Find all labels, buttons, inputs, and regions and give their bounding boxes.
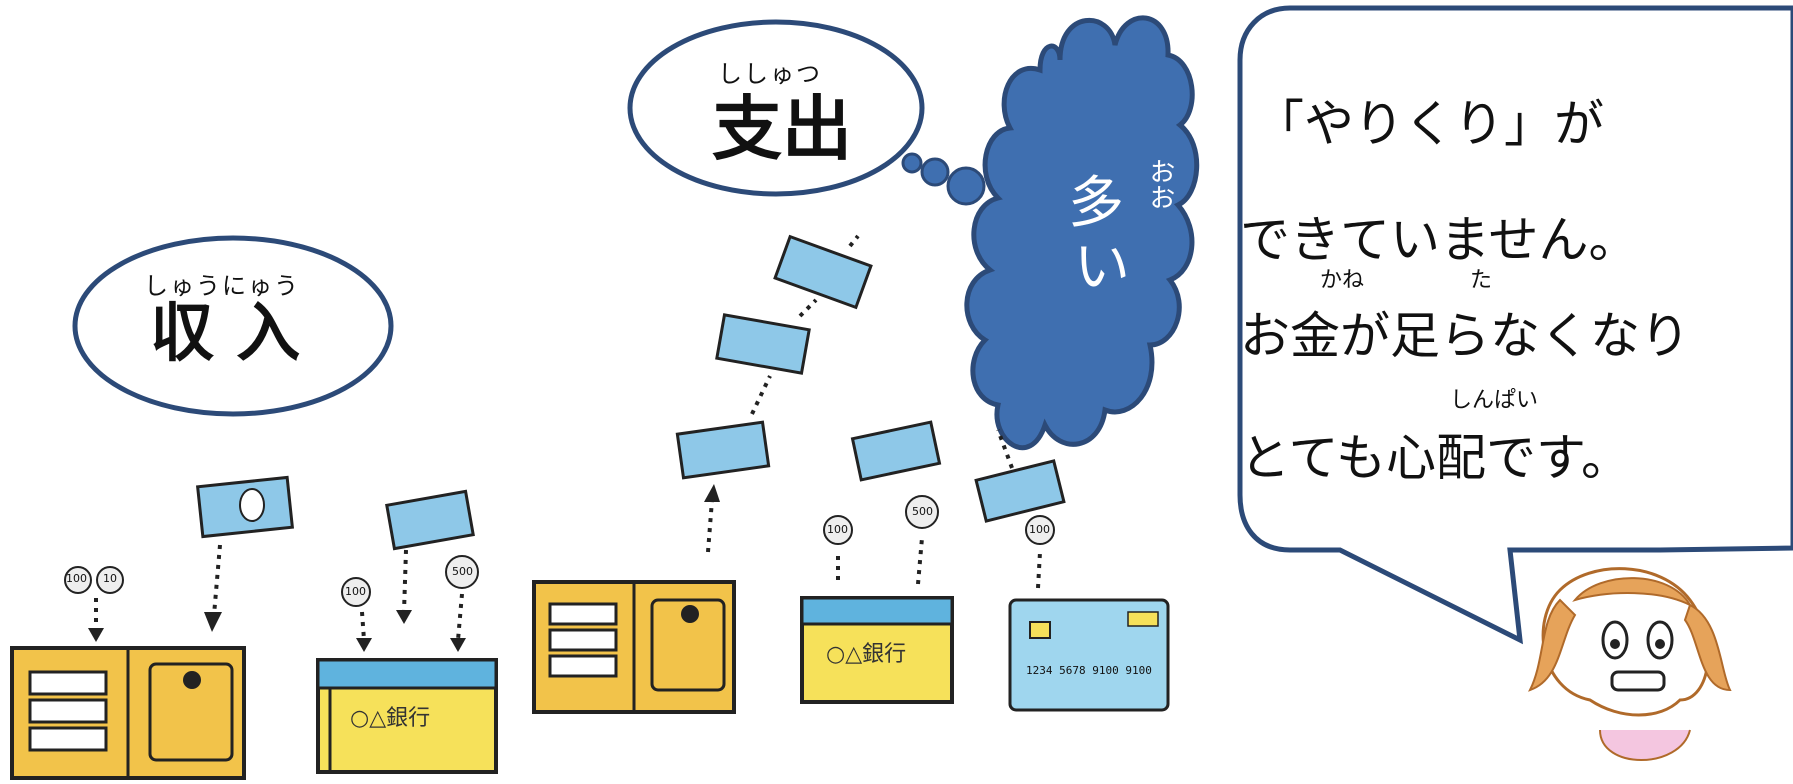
worried-girl <box>1528 567 1732 761</box>
coin-label: 500 <box>912 505 933 518</box>
flying-bills <box>675 234 1066 523</box>
thought-dot <box>946 166 986 206</box>
coin-label: 100 <box>345 585 366 598</box>
speech-line-2: できていません。 <box>1240 211 1639 269</box>
income-bubble <box>72 235 394 417</box>
income-label: 収 入 <box>150 297 301 371</box>
credit-card <box>1008 515 1170 712</box>
speech-line-3: お金が足らなくなり <box>1240 307 1690 365</box>
bankbook-expense <box>800 429 1014 704</box>
coins-income <box>64 566 124 642</box>
cloud-char-1: 多 <box>1068 171 1124 236</box>
card-number: 1234 5678 9100 9100 <box>1026 664 1152 677</box>
thought-dot <box>901 152 923 174</box>
coin-label: 100 <box>827 523 848 536</box>
coin-label: 10 <box>103 572 117 585</box>
bank-label-2: ○△銀行 <box>826 642 907 667</box>
speech-line-4: とても心配です。 <box>1240 429 1631 487</box>
cloud-char-2: い <box>1074 235 1130 300</box>
speech-ruby-ta: た <box>1470 268 1493 293</box>
coin-label: 100 <box>1029 523 1050 536</box>
wallet-income <box>10 646 246 780</box>
speech-ruby-shinpai: しんぱい <box>1450 388 1539 413</box>
income-ruby: しゅうにゅう <box>144 272 300 300</box>
expense-ruby: ししゅつ <box>718 60 822 88</box>
cloud-shape <box>964 15 1200 451</box>
expense-label: 支出 <box>712 88 852 170</box>
coins-bankbook <box>341 489 479 652</box>
thought-dot <box>920 157 950 187</box>
speech-bubble <box>1237 5 1793 645</box>
coin-label: 100 <box>66 572 87 585</box>
expense-bubble <box>627 19 925 197</box>
bill-income <box>195 475 295 632</box>
wallet-expense <box>532 484 736 714</box>
bankbook-income <box>316 658 498 774</box>
bank-label-1: ○△銀行 <box>350 706 431 731</box>
cloud-ruby: おお <box>1145 158 1175 210</box>
speech-ruby-kane: かね <box>1320 268 1365 293</box>
speech-line-1: 「やりくり」が <box>1254 95 1604 153</box>
coin-label: 500 <box>452 565 473 578</box>
